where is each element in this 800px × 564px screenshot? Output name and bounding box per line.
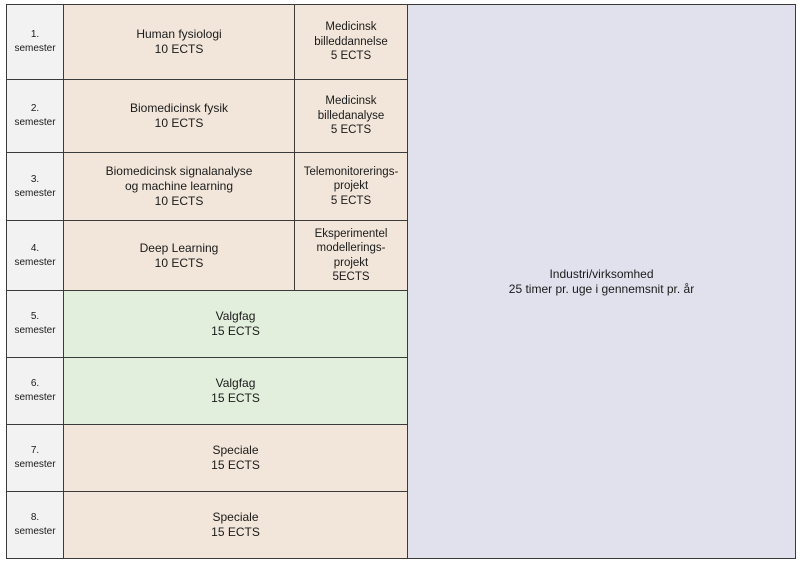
course-ects: 5 ECTS [330,50,372,63]
semester-label-2: 2. semester [6,79,64,153]
course-title: Speciale [212,443,259,457]
semester-number: 8. [30,512,40,523]
course-medicinsk-billeddannelse: Medicinsk billeddannelse 5 ECTS [294,4,408,80]
course-title: billeddannelse [314,35,388,48]
course-ects: 10 ECTS [154,42,204,56]
semester-number: 7. [30,445,40,456]
semester-label-1: 1. semester [6,4,64,80]
course-speciale-8: Speciale 15 ECTS [63,491,408,559]
semester-label-4: 4. semester [6,220,64,291]
course-ects: 15 ECTS [211,324,260,338]
semester-word: semester [14,392,56,403]
course-ects: 10 ECTS [154,116,204,130]
course-title: modellerings- [316,242,386,254]
semester-number: 6. [30,378,40,389]
semester-word: semester [14,117,56,128]
semester-number: 5. [30,311,40,322]
course-title: Valgfag [215,376,256,390]
course-title: og machine learning [124,179,234,193]
course-title: Medicinsk [325,95,377,108]
course-medicinsk-billedanalyse: Medicinsk billedanalyse 5 ECTS [294,79,408,153]
course-biomedicinsk-signalanalyse: Biomedicinsk signalanalyse og machine le… [63,152,295,221]
semester-number: 4. [30,242,40,254]
course-title: projekt [333,180,369,193]
course-ects: 15 ECTS [211,525,260,539]
semester-label-3: 3. semester [6,152,64,221]
course-title: billedanalyse [317,109,385,122]
semester-word: semester [14,43,56,54]
course-ects: 15 ECTS [211,391,260,405]
course-title: Eksperimentel [314,227,388,240]
course-title: Deep Learning [139,240,219,255]
semester-label-6: 6. semester [6,357,64,425]
semester-word: semester [14,256,56,268]
course-ects: 5ECTS [332,271,370,283]
course-valgfag-6: Valgfag 15 ECTS [63,357,408,425]
course-title: projekt [333,256,369,269]
course-title: Valgfag [215,309,256,323]
course-telemonitoreringsprojekt: Telemonitorerings- projekt 5 ECTS [294,152,408,221]
course-ects: 10 ECTS [154,255,204,270]
semester-word: semester [14,325,56,336]
course-title: Telemonitorerings- [303,165,399,178]
course-deep-learning: Deep Learning 10 ECTS [63,220,295,291]
industry-block: Industri/virksomhed 25 timer pr. uge i g… [407,4,796,559]
course-title: Medicinsk [325,21,377,34]
course-title: Biomedicinsk signalanalyse [105,164,253,178]
industry-title: Industri/virksomhed [549,266,654,281]
semester-number: 3. [30,173,40,185]
semester-number: 1. [30,29,40,40]
course-title: Human fysiologi [136,27,222,41]
course-title: Biomedicinsk fysik [129,101,229,115]
course-ects: 10 ECTS [154,194,204,208]
semester-number: 2. [30,103,40,114]
course-valgfag-5: Valgfag 15 ECTS [63,290,408,358]
semester-label-8: 8. semester [6,491,64,559]
course-ects: 15 ECTS [211,458,260,472]
semester-label-7: 7. semester [6,424,64,492]
course-biomedicinsk-fysik: Biomedicinsk fysik 10 ECTS [63,79,295,153]
semester-word: semester [14,187,56,199]
semester-word: semester [14,459,56,470]
industry-hours: 25 timer pr. uge i gennemsnit pr. år [508,281,695,296]
course-ects: 5 ECTS [330,124,372,137]
course-ects: 5 ECTS [330,194,372,207]
semester-label-5: 5. semester [6,290,64,358]
course-eksperimentel-modelleringsprojekt: Eksperimentel modellerings- projekt 5ECT… [294,220,408,291]
semester-word: semester [14,526,56,537]
course-speciale-7: Speciale 15 ECTS [63,424,408,492]
course-title: Speciale [212,510,259,524]
course-human-fysiologi: Human fysiologi 10 ECTS [63,4,295,80]
